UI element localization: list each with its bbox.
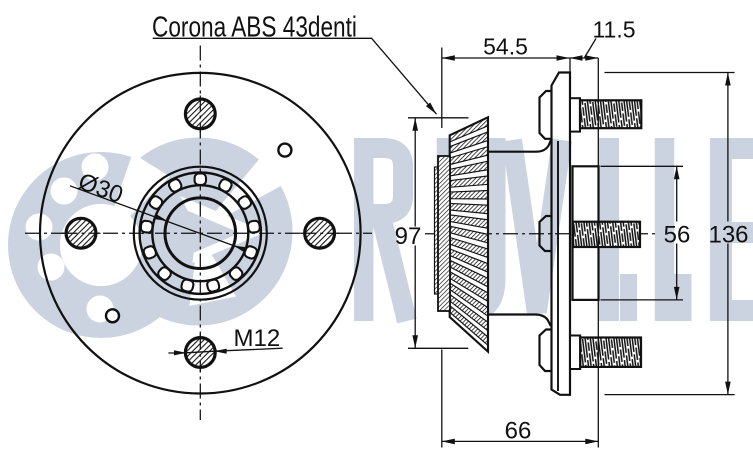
svg-text:66: 66 — [505, 418, 532, 445]
svg-text:M12: M12 — [234, 325, 281, 352]
svg-text:97: 97 — [395, 223, 422, 250]
svg-text:54.5: 54.5 — [483, 34, 528, 60]
svg-text:136: 136 — [708, 222, 748, 249]
svg-text:11.5: 11.5 — [592, 17, 635, 43]
svg-text:Corona ABS 43denti: Corona ABS 43denti — [152, 10, 357, 43]
svg-text:56: 56 — [664, 222, 691, 249]
